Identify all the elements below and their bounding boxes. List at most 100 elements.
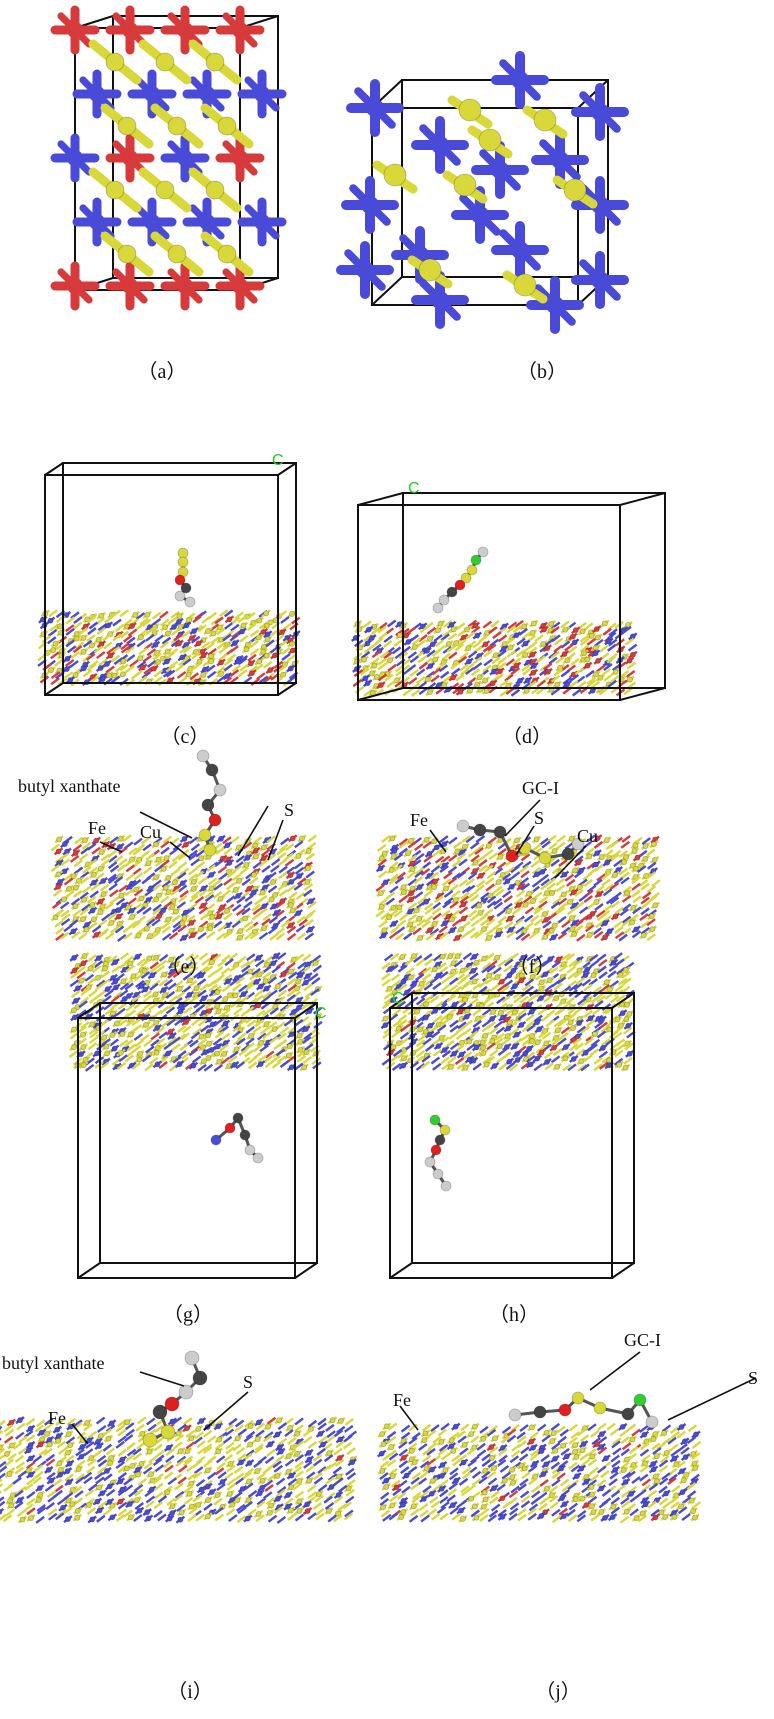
atom (231, 21, 249, 39)
slab-bond (515, 926, 525, 935)
atom (528, 1008, 535, 1015)
slab-bond (189, 954, 200, 963)
slab-bond (520, 882, 531, 891)
slab-bond (111, 609, 121, 618)
atom (513, 273, 537, 297)
atom (477, 546, 489, 558)
atom (586, 853, 593, 860)
cell-edge (44, 462, 64, 476)
atom (96, 1443, 103, 1450)
slab-bond (222, 1435, 233, 1444)
slab-bond (413, 891, 424, 899)
slab-bond (237, 669, 248, 678)
slab-bond (255, 959, 265, 968)
atom (109, 1031, 116, 1038)
atom (262, 978, 269, 985)
slab-bond (217, 865, 227, 874)
atom (235, 844, 242, 851)
slab-bond (176, 901, 186, 910)
atom (93, 837, 100, 844)
slab-bond (113, 855, 124, 864)
atom (592, 671, 599, 678)
slab-bond (261, 918, 271, 926)
slab-bond (280, 919, 291, 928)
atom (296, 1032, 303, 1039)
atom (243, 646, 250, 653)
slab-bond (307, 834, 318, 843)
slab-bond (52, 1478, 63, 1487)
slab-bond (527, 994, 538, 1003)
slab-bond (277, 989, 287, 998)
slab-bond (485, 927, 495, 936)
slab-bond (136, 660, 147, 669)
atom (165, 1050, 172, 1057)
atom (25, 1447, 32, 1454)
atom (371, 662, 378, 669)
slab-bond (41, 635, 51, 644)
slab-bond (207, 970, 218, 979)
atom (586, 931, 593, 938)
slab-bond (153, 1443, 163, 1452)
slab-bond (70, 897, 81, 906)
atom (582, 972, 589, 979)
slab-bond (379, 650, 390, 659)
atom (176, 612, 183, 619)
slab-bond (216, 1462, 226, 1470)
slab-bond (525, 1013, 535, 1022)
atom (440, 1180, 452, 1192)
atom (287, 922, 294, 929)
slab-bond (570, 658, 580, 666)
atom (176, 21, 194, 39)
slab-bond (407, 878, 418, 887)
atom (296, 873, 303, 880)
atom (414, 1008, 421, 1015)
slab-bond (472, 656, 483, 665)
slab-bond (533, 1063, 544, 1072)
slab-bond (626, 661, 637, 670)
slab-bond (632, 895, 642, 904)
slab-bond (12, 1476, 22, 1485)
atom (27, 1471, 34, 1478)
slab-bond (116, 1007, 126, 1016)
slab-bond (182, 965, 192, 974)
slab-bond (280, 615, 290, 624)
slab-bond (222, 633, 232, 642)
atom (505, 1025, 512, 1032)
slab-bond (188, 966, 199, 975)
slab-bond (190, 890, 201, 899)
slab-bond (294, 1424, 304, 1433)
slab-bond (163, 900, 173, 909)
atom (460, 634, 467, 641)
atom (378, 903, 385, 910)
slab-bond (286, 977, 297, 986)
slab-bond (73, 616, 83, 625)
cell-back (62, 462, 297, 684)
slab-bond (165, 990, 176, 999)
slab-bond (414, 1055, 425, 1064)
atom (27, 1441, 34, 1448)
slab-bond (556, 906, 566, 915)
slab-bond (124, 982, 134, 991)
slab-bond (237, 615, 247, 624)
atom (285, 1052, 292, 1059)
slab-bond (583, 895, 593, 904)
atom (560, 891, 567, 898)
atom (168, 956, 175, 963)
slab-bond (462, 952, 473, 961)
atom (295, 978, 302, 985)
slab-bond (651, 879, 661, 888)
atom (190, 1062, 197, 1069)
slab-bond (458, 858, 468, 867)
slab-bond (254, 994, 264, 1003)
slab-bond (102, 633, 112, 642)
slab-bond (278, 888, 289, 897)
slab-bond (222, 973, 233, 982)
slab-bond (24, 1482, 34, 1491)
slab-bond (515, 915, 525, 924)
atom (152, 641, 159, 648)
slab-bond (561, 920, 571, 929)
slab-bond (583, 879, 593, 887)
atom (252, 847, 259, 854)
atom (270, 960, 277, 967)
atom (546, 296, 564, 314)
